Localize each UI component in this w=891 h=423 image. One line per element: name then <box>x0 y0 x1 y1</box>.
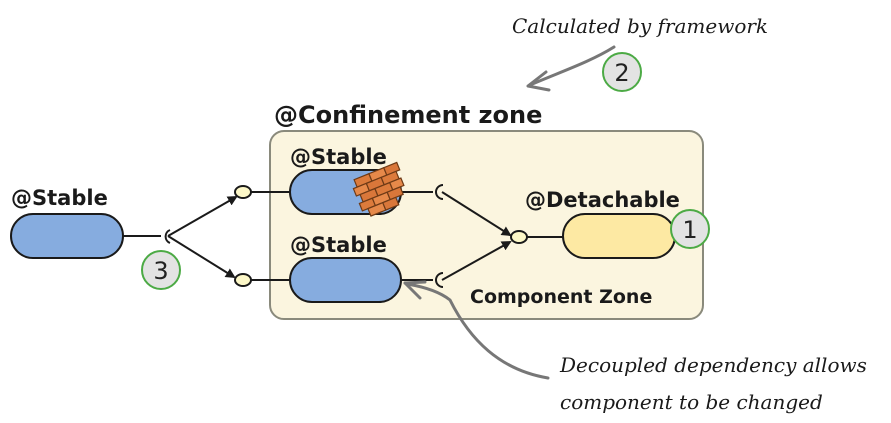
badge-3: 3 <box>141 250 181 290</box>
decoupled-annotation-line1: Decoupled dependency allows <box>559 353 867 377</box>
port-bottom <box>234 273 252 287</box>
socket-arc-outer <box>164 229 171 244</box>
outer-stable-component[interactable] <box>10 213 124 259</box>
calculated-arrow <box>528 45 616 87</box>
inner-stable-bottom-label: @Stable <box>290 233 387 257</box>
socket-arc-bottom <box>435 272 444 288</box>
inner-stable-top-label: @Stable <box>290 145 387 169</box>
decoupled-arrow <box>405 282 550 380</box>
detachable-component[interactable] <box>562 213 676 259</box>
calculated-arrowhead <box>526 70 551 92</box>
port-detachable <box>510 230 528 244</box>
component-zone-label: Component Zone <box>470 286 652 308</box>
dependency-wires <box>123 191 563 281</box>
badge-1: 1 <box>670 209 710 249</box>
brick-wall-icon <box>352 161 405 217</box>
badge-2: 2 <box>602 52 642 92</box>
port-top <box>234 185 252 199</box>
badge-3-text: 3 <box>153 257 168 285</box>
outer-stable-label: @Stable <box>11 186 108 210</box>
inner-stable-bottom-component[interactable] <box>289 257 402 303</box>
confinement-zone-title: @Confinement zone <box>274 101 542 129</box>
socket-arcs <box>164 184 444 288</box>
decoupled-arrowhead <box>403 280 427 300</box>
socket-arc-top <box>435 184 444 200</box>
calculated-annotation: Calculated by framework <box>512 14 768 38</box>
detachable-label: @Detachable <box>525 188 680 212</box>
ports <box>234 185 528 287</box>
badge-1-text: 1 <box>682 216 697 244</box>
decoupled-annotation-line2: component to be changed <box>560 390 823 414</box>
badge-2-text: 2 <box>614 59 629 87</box>
